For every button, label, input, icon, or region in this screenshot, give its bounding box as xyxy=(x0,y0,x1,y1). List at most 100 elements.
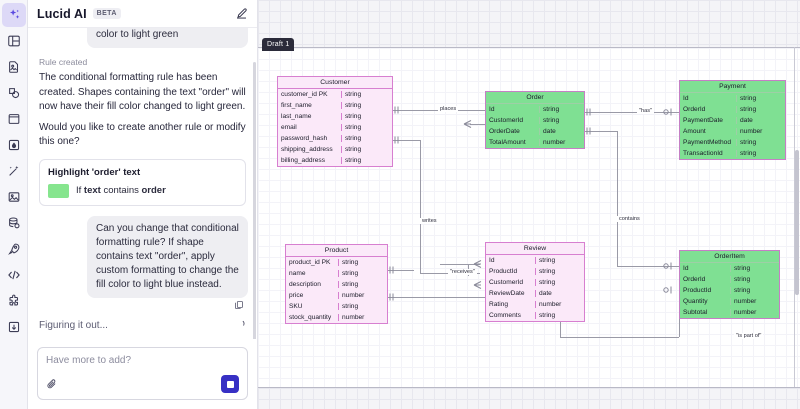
import-icon[interactable] xyxy=(2,315,26,339)
relationship-label[interactable]: contains xyxy=(617,216,642,222)
layout-panel-icon[interactable] xyxy=(2,29,26,53)
connector-line xyxy=(585,112,679,113)
entity-field-type: string xyxy=(740,139,757,146)
cond-prefix: If xyxy=(76,185,84,196)
chat-input[interactable]: Have more to add? xyxy=(46,355,132,366)
canvas-vertical-scrollbar[interactable] xyxy=(795,150,799,295)
spinner-icon xyxy=(235,319,246,333)
frame-icon[interactable] xyxy=(2,107,26,131)
entity-title: Product xyxy=(286,245,387,257)
code-icon[interactable] xyxy=(2,263,26,287)
rule-created-label: Rule created xyxy=(39,57,88,67)
compose-icon[interactable] xyxy=(235,7,248,20)
relationship-label[interactable]: writes xyxy=(420,218,439,224)
chat-composer[interactable]: Have more to add? xyxy=(37,347,248,400)
puzzle-icon[interactable] xyxy=(2,289,26,313)
shapes-icon[interactable] xyxy=(2,81,26,105)
ai-sparkle-icon[interactable] xyxy=(1,3,26,27)
stop-square-glyph xyxy=(226,380,234,388)
left-icon-rail xyxy=(0,0,28,409)
diagram-canvas[interactable]: Draft 1 places "has" writes contains "receiv… xyxy=(258,0,800,409)
relationship-label[interactable]: "receives" xyxy=(448,269,477,275)
stop-square-icon[interactable] xyxy=(221,375,239,393)
connector-line xyxy=(420,140,421,273)
entity-field-name: shipping_address xyxy=(278,146,342,153)
entity-title: Customer xyxy=(278,77,392,89)
relationship-label[interactable]: "has" xyxy=(637,108,654,114)
paperclip-icon[interactable] xyxy=(46,378,58,390)
relationship-label[interactable]: places xyxy=(438,106,459,112)
copy-icon[interactable] xyxy=(234,300,244,310)
entity-field-name: ProductId xyxy=(680,287,731,294)
entity-field-name: Comments xyxy=(486,312,536,319)
database-icon[interactable] xyxy=(2,211,26,235)
fill-color-icon[interactable] xyxy=(2,133,26,157)
one-marker xyxy=(583,107,595,117)
entity-field-name: OrderId xyxy=(680,276,731,283)
draft-tab[interactable]: Draft 1 xyxy=(262,38,295,51)
entity-field-type: string xyxy=(740,95,757,102)
entity-field-type: string xyxy=(740,150,757,157)
entity-field-name: product_id PK xyxy=(286,259,339,266)
canvas-sheet[interactable]: places "has" writes contains "receives" "is p… xyxy=(258,47,800,387)
message-actions xyxy=(37,300,248,310)
rule-card[interactable]: Highlight 'order' text If text contains … xyxy=(39,158,246,206)
connector-line xyxy=(388,270,414,271)
rule-color-swatch[interactable] xyxy=(48,183,69,198)
crowsfoot-marker xyxy=(472,259,484,269)
entity-field-name: ProductId xyxy=(486,268,536,275)
relationship-label[interactable]: "is part of" xyxy=(734,333,764,339)
rule-condition-text: If text contains order xyxy=(76,185,166,196)
document-image-icon[interactable] xyxy=(2,55,26,79)
chat-message-user: Can you change that conditional formatti… xyxy=(87,215,248,298)
entity-field-name: OrderId xyxy=(680,106,737,113)
connector-line xyxy=(388,297,560,298)
magic-wand-icon[interactable] xyxy=(2,159,26,183)
entity-field-type: number xyxy=(543,139,566,146)
rocket-icon[interactable] xyxy=(2,237,26,261)
image-icon[interactable] xyxy=(2,185,26,209)
entity-field-name: CustomerId xyxy=(486,117,540,124)
chat-scrollbar[interactable] xyxy=(252,62,256,339)
